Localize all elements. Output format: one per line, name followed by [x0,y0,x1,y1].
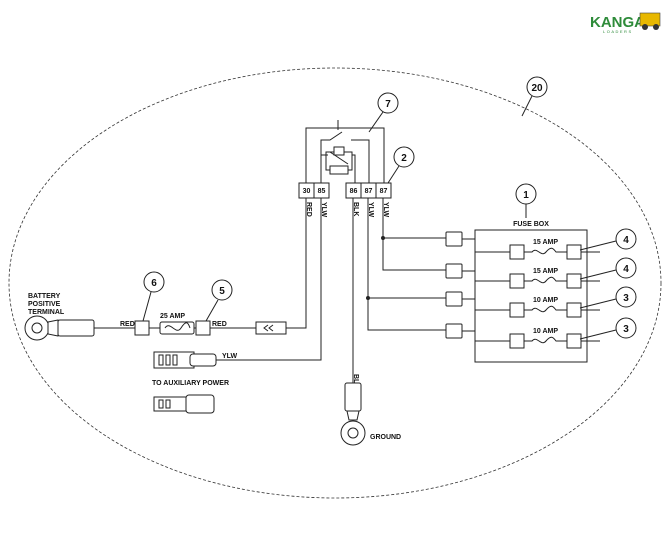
fuse-box: FUSE BOX 15 AMP 15 AMP 10 AMP [474,221,600,363]
callout-3-top: 3 [579,286,637,309]
relay-pin-block: 30 85 86 87 87 [298,182,392,199]
fuse-rating-1: 15 AMP [533,239,558,246]
svg-text:4: 4 [623,235,629,246]
aux-power-label: TO AUXILIARY POWER [152,380,229,387]
battery-terminal: BATTERY POSITIVE TERMINAL [24,293,95,341]
connector-5 [195,320,211,336]
wire-label-ylw-v1: YLW [320,202,327,218]
relay [320,120,370,183]
svg-text:7: 7 [385,99,391,110]
fuse-rating-4: 10 AMP [533,328,558,335]
wire-label-ylw-v2: YLW [367,202,374,218]
callout-6: 6 [142,271,165,322]
wire-label-ylw-aux: YLW [222,353,238,360]
fuse-slot-4: 10 AMP [509,328,600,349]
relay-pin-85: 85 [318,188,326,195]
fuse-slot-2: 15 AMP [509,268,600,289]
fuse-rating-3: 10 AMP [533,297,558,304]
relay-pin-30: 30 [303,188,311,195]
fuse-label-25a: 25 AMP [160,313,185,320]
logo-brand: KANGA [590,14,645,31]
inline-fuse-25a [159,321,195,335]
relay-pin-86: 86 [350,188,358,195]
svg-text:5: 5 [219,286,225,297]
callout-1: 1 [515,183,537,218]
chevron-connector [255,321,287,335]
logo-subtitle: LOADERS [603,29,633,34]
svg-text:20: 20 [531,83,543,94]
wire-label-ylw-v3: YLW [382,202,389,218]
svg-text:3: 3 [623,324,629,335]
ground-terminal [340,382,366,446]
battery-label-line2: POSITIVE [28,301,61,308]
ground-label: GROUND [370,434,401,441]
battery-label-line1: BATTERY [28,293,61,300]
wire-label-red-2: RED [212,321,227,328]
callout-5: 5 [205,279,233,322]
svg-text:1: 1 [523,190,529,201]
aux-connector-top [153,351,217,369]
callout-7: 7 [368,92,399,133]
battery-label-line3: TERMINAL [28,309,65,316]
callout-3-bottom: 3 [579,317,637,340]
callout-2: 2 [387,146,415,184]
harness-boundary [8,67,662,499]
wire-label-red-v: RED [305,202,312,217]
relay-pin-87a: 87 [365,188,373,195]
aux-connector-bottom [153,394,215,414]
fuse-box-title: FUSE BOX [513,221,549,228]
relay-pin-87b: 87 [380,188,388,195]
wire-label-blk-v: BLK [352,202,359,216]
svg-text:3: 3 [623,293,629,304]
fuse-box-connectors [445,231,475,339]
kanga-logo: KANGA LOADERS [590,12,661,34]
svg-text:6: 6 [151,278,157,289]
callout-4-top: 4 [579,228,637,251]
callout-4-bottom: 4 [579,257,637,280]
wire-label-blk-ground: BLK [352,374,359,388]
callout-20: 20 [521,76,548,117]
loader-icon [639,12,661,30]
svg-text:2: 2 [401,153,407,164]
wire-label-red-1: RED [120,321,135,328]
fuse-rating-2: 15 AMP [533,268,558,275]
connector-6 [134,320,150,336]
svg-text:4: 4 [623,264,629,275]
